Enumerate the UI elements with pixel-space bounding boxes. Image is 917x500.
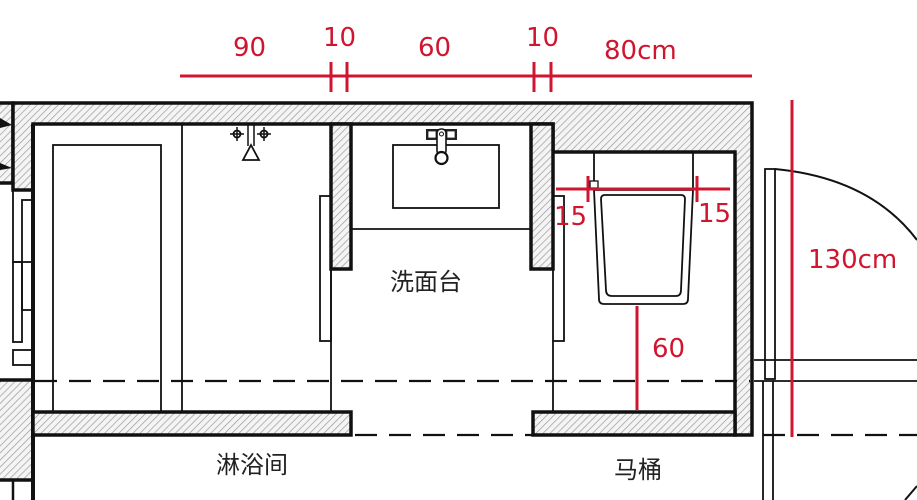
room-label-vanity: 洗面台 bbox=[390, 268, 462, 296]
vanity-area bbox=[351, 128, 531, 230]
door-swing-arc bbox=[774, 168, 917, 241]
toilet-area bbox=[589, 152, 694, 305]
dim-partition-1: 10 bbox=[323, 23, 356, 53]
shower-tray bbox=[52, 144, 162, 413]
bottom-wall-left bbox=[31, 410, 353, 437]
bottom-wall-right bbox=[531, 410, 737, 437]
top-dimension-line bbox=[180, 62, 752, 92]
dim-toilet-left-gap: 15 bbox=[554, 202, 587, 232]
dim-partition-2: 10 bbox=[526, 23, 559, 53]
shower-head-icon bbox=[230, 124, 271, 161]
room-label-shower: 淋浴间 bbox=[216, 451, 288, 479]
shower-area bbox=[52, 124, 332, 413]
dim-toilet-width: 80cm bbox=[604, 36, 677, 66]
dim-toilet-right-gap: 15 bbox=[698, 199, 731, 229]
dim-toilet-front-clearance: 60 bbox=[652, 334, 685, 364]
room-label-toilet: 马桶 bbox=[614, 456, 662, 484]
dim-vanity-width: 60 bbox=[418, 33, 451, 63]
faucet-icon bbox=[426, 128, 457, 166]
partition-wall-2 bbox=[529, 122, 555, 271]
toilet-panel bbox=[552, 195, 565, 342]
door-leaf bbox=[764, 168, 776, 380]
door bbox=[754, 168, 917, 500]
dim-shower-width: 90 bbox=[233, 33, 266, 63]
partition-wall-1 bbox=[329, 122, 353, 271]
toilet-side-dimension bbox=[556, 176, 730, 202]
toilet-icon bbox=[593, 189, 694, 305]
dim-depth: 130cm bbox=[808, 245, 897, 275]
